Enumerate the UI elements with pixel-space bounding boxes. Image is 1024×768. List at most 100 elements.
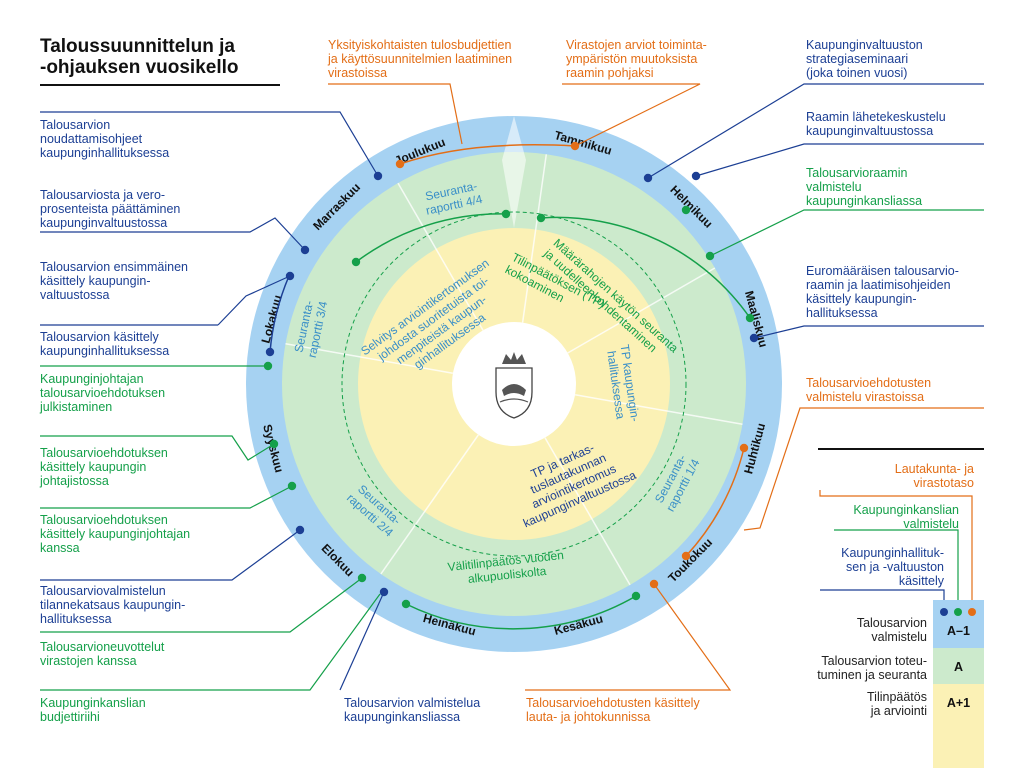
event-dot [681, 551, 691, 561]
event-dot [749, 333, 759, 343]
label-line: käsittely kaupungin- [40, 274, 151, 288]
event-dot [395, 159, 405, 169]
label-line: budjettiriihi [40, 710, 100, 724]
label-line: hallituksessa [40, 612, 112, 626]
event-dot [373, 171, 383, 181]
label-strategiaseminaari: Kaupunginvaltuuston strategiaseminaari (… [806, 38, 923, 80]
legend-line: virastotaso [913, 476, 974, 490]
label-line: hallituksessa [806, 306, 878, 320]
legend-line: Tilinpäätös [867, 690, 927, 704]
legend-dot-green [954, 608, 962, 616]
arc-green-right [540, 216, 751, 319]
label-line: Talousarvion [40, 118, 111, 132]
event-dot [300, 245, 310, 255]
label-line: Kaupunginjohtajan [40, 372, 144, 386]
connector-line [743, 407, 984, 531]
label-line: käsittely kaupungin- [806, 292, 917, 306]
legend-swatch-yellow [933, 684, 984, 768]
event-dot [379, 587, 389, 597]
label-line: valtuustossa [40, 288, 110, 302]
label-line: kaupunginhallituksessa [40, 146, 170, 160]
label-line: raamin pohjaksi [566, 66, 654, 80]
sector-divider [285, 342, 454, 374]
label-line: Kaupunginkanslian [40, 696, 146, 710]
label-line: ympäristön muutoksista [566, 52, 698, 66]
label-line: kaupunginvaltuustossa [40, 216, 168, 230]
legend-dot-orange [968, 608, 976, 616]
connector-line [525, 583, 732, 691]
city-coat-of-arms-icon [495, 352, 533, 419]
label-kaupunginjohtajan-kanssa: Talousarvioehdotuksen käsittely kaupungi… [40, 513, 190, 555]
label-valmistelua-kansliassa: Talousarvion valmistelua kaupunginkansli… [344, 696, 480, 724]
event-dots [263, 141, 759, 609]
event-dot [269, 439, 279, 449]
legend-code-a-plus-1: A+1 [946, 696, 971, 710]
event-dot [681, 205, 691, 215]
label-line: valmistelu virastoissa [806, 390, 925, 404]
label-line: (joka toinen vuosi) [806, 66, 908, 80]
connector-line [647, 83, 984, 179]
label-line: käsittely kaupunginjohtajan [40, 527, 191, 541]
legend-line: sen ja -valtuuston [846, 560, 944, 574]
event-dot [287, 481, 297, 491]
legend-code-a: A [953, 660, 964, 674]
event-arcs [269, 144, 751, 630]
legend-line: valmistelu [871, 630, 927, 644]
event-dot [643, 173, 653, 183]
label-line: Talousarvioraamin [806, 166, 908, 180]
connector-line [709, 209, 984, 257]
event-dot [739, 443, 749, 453]
label-line: Talousarvioehdotuksen [40, 446, 168, 460]
label-line: Yksityiskohtaisten tulosbudjettien [328, 38, 512, 52]
label-line: Virastojen arviot toiminta- [566, 38, 707, 52]
label-line: Talousarviosta ja vero- [40, 188, 166, 202]
arc-blue-left [269, 275, 290, 353]
label-virastojen-arviot: Virastojen arviot toiminta- ympäristön m… [566, 38, 707, 80]
label-line: valmistelu [806, 180, 862, 194]
legend-line: tuminen ja seuranta [817, 668, 927, 682]
legend-swatch-green [933, 648, 984, 684]
label-budjettiriihi: Kaupunginkanslian budjettiriihi [40, 696, 146, 724]
connector-line [40, 111, 379, 177]
legend-line: Lautakunta- ja [894, 462, 974, 476]
label-line: kaupunginkansliassa [806, 194, 923, 208]
label-ensimmainen-kasittely: Talousarvion ensimmäinen käsittely kaupu… [40, 260, 188, 302]
event-dot [649, 579, 659, 589]
label-line: Talousarvion valmistelua [344, 696, 481, 710]
label-line: Talousarvioneuvottelut [40, 640, 165, 654]
legend-line: käsittely [898, 574, 944, 588]
legend-hallitus: Kaupunginhallituk- sen ja -valtuuston kä… [800, 546, 944, 588]
label-line: virastoissa [328, 66, 388, 80]
sector-divider [521, 154, 548, 323]
label-line: kaupunginhallituksessa [40, 344, 170, 358]
connector-line [40, 577, 363, 633]
connectors [40, 83, 984, 691]
legend-line: valmistelu [903, 517, 959, 531]
legend-swatch-blue [933, 600, 984, 648]
legend-line: Kaupunginkanslian [853, 503, 959, 517]
label-line: käsittely kaupungin [40, 460, 147, 474]
title-line-2: -ohjauksen vuosikello [40, 57, 239, 78]
connector-line [40, 593, 381, 691]
sector-divider [544, 437, 631, 586]
legend-row-seuranta: Talousarvion toteu- tuminen ja seuranta [800, 654, 927, 682]
legend-kanslia: Kaupunginkanslian valmistelu [820, 503, 959, 531]
label-line: Talousarvioehdotusten käsittely [526, 696, 700, 710]
label-line: ja käyttösuunnitelmien laatiminen [328, 52, 513, 66]
legend-row-valmistelu: Talousarvion valmistelu [800, 616, 927, 644]
label-ehdotusten-valmistelu: Talousarvioehdotusten valmistelu virasto… [806, 376, 931, 404]
legend-line: Talousarvion toteu- [821, 654, 927, 668]
label-line: tilannekatsaus kaupungin- [40, 598, 186, 612]
label-neuvottelut: Talousarvioneuvottelut virastojen kanssa [40, 640, 164, 668]
sector-divider [567, 267, 716, 354]
event-dot [265, 347, 275, 357]
label-line: kaupunginkansliassa [344, 710, 461, 724]
connector-line [40, 485, 293, 509]
label-johtajistossa: Talousarvioehdotuksen käsittely kaupungi… [40, 446, 168, 488]
connector-line [40, 217, 306, 251]
event-dot [263, 361, 273, 371]
connector-line [40, 529, 301, 581]
connector-line [328, 83, 463, 145]
legend-row-tilinpaatos: Tilinpäätös ja arviointi [800, 690, 927, 718]
connector-line [562, 83, 701, 147]
